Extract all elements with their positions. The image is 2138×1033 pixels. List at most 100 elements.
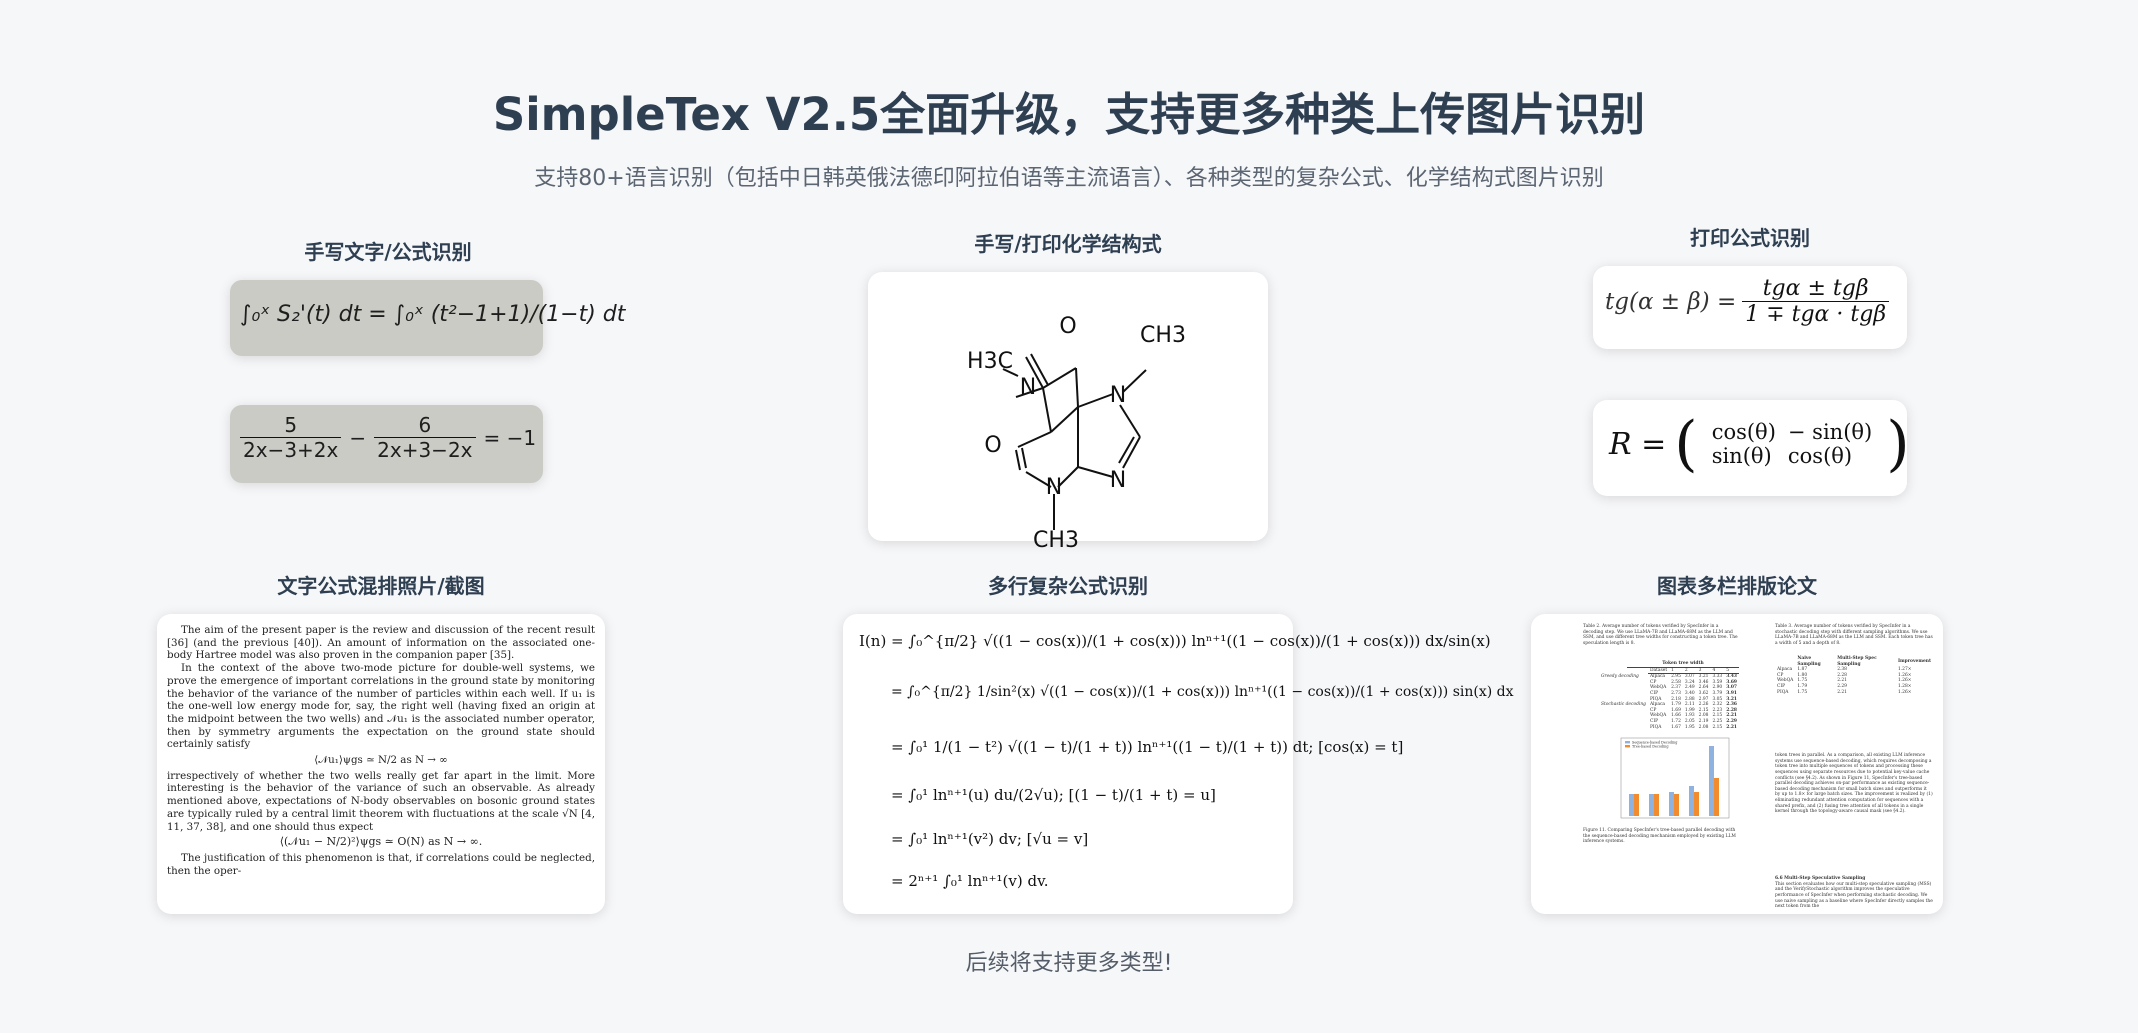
paper-table3-cell: WebQA — [1777, 678, 1794, 684]
atom-n4: N — [1110, 468, 1126, 493]
paper-table2-cell: 2.05 — [1684, 718, 1695, 724]
paper-table3-cell: CIP — [1777, 683, 1786, 689]
paper-table2-head-0: Dataset — [1647, 667, 1670, 675]
tg-denominator: 1 ∓ tgα · tgβ — [1745, 302, 1887, 327]
hw-frac-a-den: 2x−3+2x — [243, 438, 339, 462]
multiline-line-3: = ∫₀¹ 1/(1 − t²) √((1 − t)/(1 + t)) lnⁿ⁺… — [891, 738, 1404, 756]
paper-table2-cell: 2.19 — [1698, 718, 1709, 724]
atom-n1: N — [1020, 375, 1036, 400]
multiline-line-5: = ∫₀¹ lnⁿ⁺¹(v²) dv; [√u = v] — [891, 830, 1089, 848]
paper-table2-cell: 2.73 — [1671, 690, 1681, 696]
section-caption-paper: 图表多栏排版论文 — [1657, 574, 1817, 598]
atom-me3: CH3 — [1033, 528, 1079, 553]
paper-figure-bar — [1689, 786, 1694, 817]
paper-figure-bar — [1629, 794, 1634, 817]
chemistry-card: O N H3C N CH3 O N N CH3 — [868, 272, 1268, 553]
atom-me2: CH3 — [1140, 323, 1186, 348]
r-lhs: R = — [1609, 426, 1667, 462]
paper-table3-cell: 1.26× — [1897, 672, 1912, 678]
paper-table2-group-head: Token tree width — [1627, 661, 1739, 668]
paper-table3-caption: Table 3. Average number of tokens verifi… — [1775, 624, 1933, 646]
paper-table3-cell: 1.79 — [1797, 683, 1808, 689]
paper-table2-cell: CP — [1649, 707, 1657, 713]
paper-legend-a: Sequence-based Decoding — [1632, 740, 1678, 744]
paper-table3-cell: 2.28 — [1837, 672, 1847, 678]
paper-table3-cell: 1.87 — [1797, 667, 1808, 673]
mixed-equation-2: ⟨(𝒩u₁ − N/2)²⟩ψgs ≃ O(N) as N → ∞. — [279, 835, 483, 849]
paper-table2-cell: Alpaca — [1649, 702, 1666, 708]
hw-frac-b-num: 6 — [374, 413, 476, 438]
paper-table2-cell: 3.91 — [1726, 690, 1737, 696]
page-title: SimpleTex V2.5全面升级，支持更多种类上传图片识别 — [492, 88, 1646, 141]
paper-table3-head-3: Improvement — [1897, 658, 1931, 664]
paper-table2-cell: 3.46 — [1698, 679, 1709, 685]
paper-table2-cell: 2.37 — [1671, 685, 1681, 691]
paper-table2-cell: 2.26 — [1698, 702, 1709, 708]
hw-rhs: = −1 — [483, 425, 537, 450]
multiline-line-2: = ∫₀^{π/2} 1/sin²(x) √((1 − cos(x))/(1 +… — [891, 684, 1514, 700]
paper-table2-cell: 2.25 — [1712, 718, 1723, 724]
multiline-line-1: I(n) = ∫₀^{π/2} √((1 − cos(x))/(1 + cos(… — [859, 632, 1491, 650]
paper-table3: Naive Sampling Multi-Step Spec Sampling … — [1775, 656, 1933, 695]
paper-figure-bar — [1649, 794, 1654, 817]
mixed-card: The aim of the present paper is the revi… — [157, 614, 605, 914]
paper-table2-cell: 2.21 — [1726, 724, 1737, 730]
paper-table2-cell: 2.18 — [1671, 696, 1681, 702]
paper-table2-cell: PIQA — [1649, 724, 1662, 730]
paper-table2-cell: 3.07 — [1684, 674, 1695, 680]
printed-formula-rotation: R = ( cos(θ)− sin(θ) sin(θ)cos(θ) ) — [1593, 400, 1910, 496]
paper-table3-cell: PIQA — [1777, 689, 1789, 695]
paper-table2-cell: 2.95 — [1671, 674, 1681, 680]
mixed-document: The aim of the present paper is the revi… — [157, 614, 605, 887]
section-caption-multiline: 多行复杂公式识别 — [988, 574, 1148, 598]
paper-table2-cell: 3.59 — [1712, 679, 1723, 685]
paper-table2-cell: 1.69 — [1671, 707, 1681, 713]
paper-figure-11: Sequence-based Decoding Tree-based Decod… — [1611, 736, 1731, 828]
paper-table2-cell: 2.08 — [1698, 724, 1709, 730]
paper-figure-bar — [1694, 792, 1699, 817]
paper-table2-cell: 2.97 — [1698, 696, 1709, 702]
section-caption-mixed: 文字公式混排照片/截图 — [277, 574, 485, 598]
paper-table2-cell: 2.32 — [1712, 702, 1723, 708]
paper-table2-cell: 3.21 — [1726, 696, 1737, 702]
paper-card: Table 2. Average number of tokens verifi… — [1531, 614, 1943, 914]
paper-table3-cell: 2.21 — [1837, 678, 1847, 684]
paper-table2-cell: CIP — [1649, 718, 1659, 724]
mixed-paragraph-1: The aim of the present paper is the revi… — [167, 624, 595, 662]
caffeine-structure: O N H3C N CH3 O N N CH3 — [967, 314, 1186, 553]
paper-table2-cell: 3.43 — [1726, 674, 1737, 680]
paper-table2-cell: 2.29 — [1726, 718, 1737, 724]
page-subtitle: 支持80+语言识别（包括中日韩英俄法德印阿拉伯语等主流语言）、各种类型的复杂公式… — [534, 166, 1604, 191]
paper-table2-cell: 3.21 — [1698, 674, 1709, 680]
paper-table2-cell: 2.58 — [1671, 679, 1681, 685]
paper-right-column: Table 3. Average number of tokens verifi… — [1775, 624, 1933, 916]
paper-figure-bar — [1709, 746, 1714, 817]
paper-table2-cell: 3.79 — [1712, 690, 1723, 696]
atom-n2: N — [1046, 475, 1062, 500]
paper-table3-head-2: Multi-Step Spec Sampling — [1837, 656, 1877, 667]
paper-table2-cell: 3.07 — [1726, 685, 1737, 691]
paper-table2-cell: 2.15 — [1712, 713, 1723, 719]
paper-table2-cell: 2.28 — [1726, 707, 1737, 713]
paper-table2-cell: 2.15 — [1712, 724, 1723, 730]
paper-table3-cell: 1.26× — [1897, 689, 1912, 695]
paper-table2-cell: Alpaca — [1649, 674, 1666, 680]
paper-table2-cell: 3.33 — [1712, 674, 1723, 680]
paper-table2-cell: 3.05 — [1712, 696, 1723, 702]
atom-o1: O — [1059, 314, 1076, 339]
multiline-line-6: = 2ⁿ⁺¹ ∫₀¹ lnⁿ⁺¹(v) dv. — [891, 872, 1049, 890]
paper-table2-caption: Table 2. Average number of tokens verifi… — [1583, 624, 1738, 646]
paper-figure-bar — [1714, 778, 1719, 817]
paper-table3-cell: 2.29 — [1837, 683, 1847, 689]
paper-table2-cell: 3.69 — [1726, 679, 1737, 685]
